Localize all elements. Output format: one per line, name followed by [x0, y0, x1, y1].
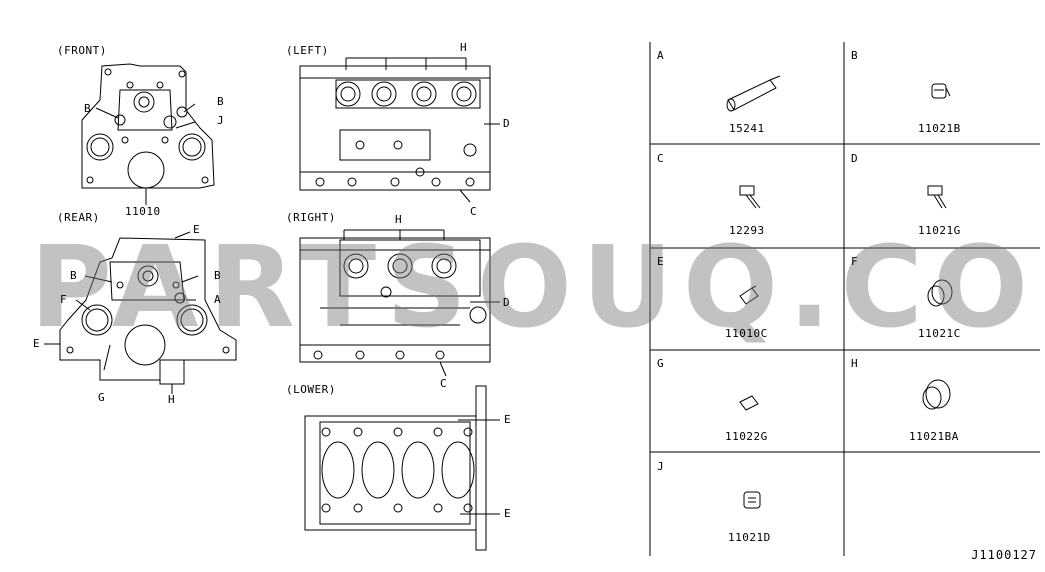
part-number-link[interactable]: 11021G: [918, 224, 961, 237]
part-number-link[interactable]: 11021BA: [909, 430, 959, 443]
right-view-drawing: [299, 229, 500, 377]
part-g-icon: [739, 395, 759, 411]
part-letter: A: [657, 49, 664, 62]
part-f-icon: [927, 279, 953, 307]
callout-lower-e2: E: [504, 507, 512, 520]
callout-left-c: C: [470, 205, 478, 218]
part-number-link[interactable]: 11021B: [918, 122, 961, 135]
part-d-icon: [927, 185, 947, 209]
part-number-link[interactable]: 11010C: [725, 327, 768, 340]
part-c-icon: [739, 185, 761, 209]
callout-rear-f: F: [60, 293, 68, 306]
view-title-right: (RIGHT): [286, 211, 336, 224]
part-number-link[interactable]: 11022G: [725, 430, 768, 443]
diagram-reference: J1100127: [971, 548, 1037, 562]
callout-rear-g: G: [98, 391, 106, 404]
part-number-link[interactable]: 15241: [729, 122, 765, 135]
part-number-link[interactable]: 11021D: [728, 531, 771, 544]
part-j-icon: [743, 491, 761, 509]
callout-rear-e1: E: [193, 223, 201, 236]
part-letter: E: [657, 255, 664, 268]
lower-view-drawing: [304, 385, 500, 551]
callout-front-b2: B: [217, 95, 225, 108]
part-number-link[interactable]: 11021C: [918, 327, 961, 340]
left-view-drawing: [299, 57, 500, 203]
part-thumbnails: [726, 75, 953, 509]
part-letter: C: [657, 152, 664, 165]
callout-rear-e2: E: [33, 337, 41, 350]
part-letter: B: [851, 49, 858, 62]
callout-rear-h: H: [168, 393, 176, 406]
parts-table-grid: [649, 42, 1040, 556]
callout-rear-a: A: [214, 293, 222, 306]
part-a-icon: [726, 75, 781, 112]
callout-rear-b1: B: [70, 269, 78, 282]
callout-left-d: D: [503, 117, 511, 130]
callout-front-part: 11010: [125, 205, 161, 218]
part-letter: H: [851, 357, 858, 370]
front-view-drawing: [81, 63, 215, 205]
view-title-front: (FRONT): [57, 44, 107, 57]
callout-front-j: J: [217, 114, 225, 127]
rear-view-drawing: [44, 231, 237, 394]
callout-left-h: H: [460, 41, 468, 54]
part-letter: J: [657, 460, 664, 473]
part-letter: G: [657, 357, 664, 370]
part-letter: F: [851, 255, 858, 268]
part-h-icon: [922, 379, 951, 410]
callout-right-d: D: [503, 296, 511, 309]
callout-front-b1: B: [84, 102, 92, 115]
view-title-lower: (LOWER): [286, 383, 336, 396]
part-number-link[interactable]: 12293: [729, 224, 765, 237]
view-title-rear: (REAR): [57, 211, 100, 224]
part-letter: D: [851, 152, 858, 165]
view-title-left: (LEFT): [286, 44, 329, 57]
callout-right-h: H: [395, 213, 403, 226]
part-e-icon: [739, 285, 759, 305]
part-b-icon: [931, 83, 951, 99]
callout-right-c: C: [440, 377, 448, 390]
callout-rear-b2: B: [214, 269, 222, 282]
callout-lower-e1: E: [504, 413, 512, 426]
